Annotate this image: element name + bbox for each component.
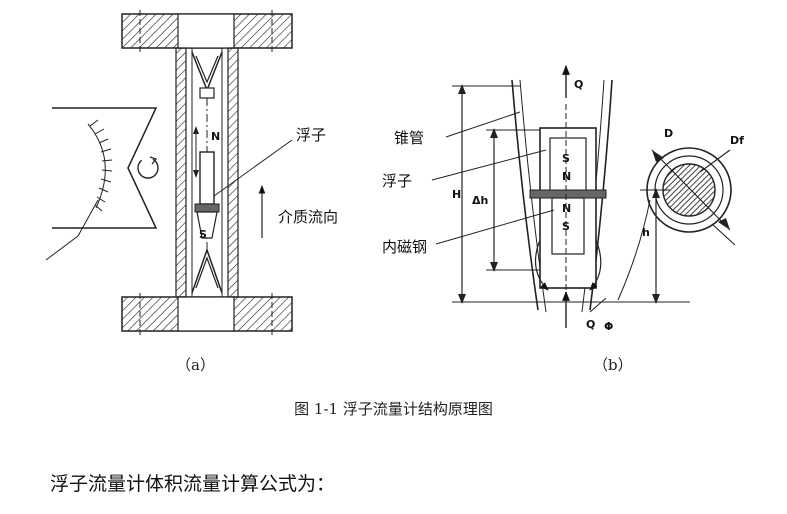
panel-b-dim-h: h [642,226,650,239]
panel-b-phi: Φ [604,320,613,333]
panel-b-magnet-s1: S [562,152,570,165]
panel-a-caption: （a） [176,356,215,374]
panel-b-magnet-s2: S [562,220,570,233]
panel-b-inner-magnet-label: 内磁钢 [382,238,427,256]
panel-b-magnet-n1: N [562,170,571,183]
panel-a-magnet-n: N [211,130,220,143]
panel-b-dim-df: Df [730,134,744,147]
panel-a-drawing [45,10,293,335]
figure-title: 图 1-1 浮子流量计结构原理图 [294,400,493,418]
body-paragraph: 浮子流量计体积流量计算公式为： [50,473,336,495]
panel-a-flow-direction-label: 介质流向 [278,208,338,226]
panel-b-caption: （b） [593,356,633,374]
panel-b-dim-h-total: H [452,188,461,201]
panel-a-float-label: 浮子 [296,126,326,144]
panel-a-magnet-s: S [199,228,207,241]
panel-b-float-label: 浮子 [382,172,412,190]
panel-b-drawing [431,65,736,328]
panel-b-cone-tube-label: 锥管 [394,129,424,147]
panel-b-dim-d: D [664,127,673,140]
panel-b-q-top: Q [574,78,583,91]
panel-b-magnet-n2: N [562,202,571,215]
panel-b-q-bottom: Q [586,318,595,331]
panel-b-dim-delta-h: Δh [472,194,488,207]
